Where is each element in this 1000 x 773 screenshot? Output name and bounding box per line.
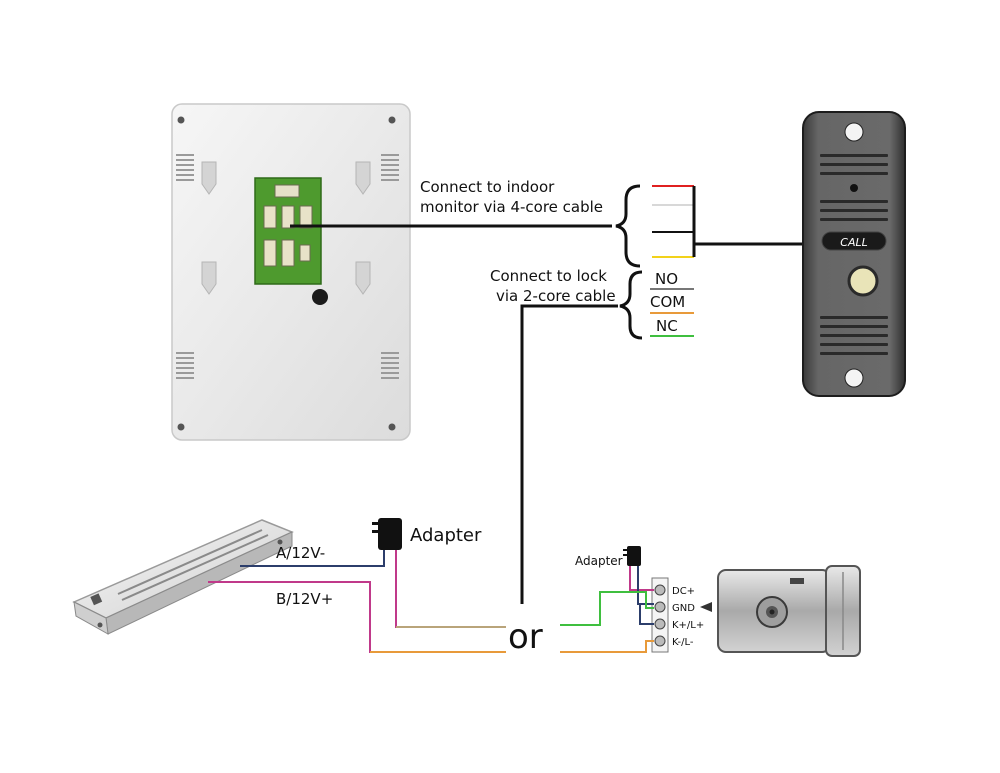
terminal-k-minus-label: K-/L- <box>672 637 694 648</box>
vent-top-right <box>381 154 399 181</box>
terminal-com-label: COM <box>650 293 685 311</box>
wire-b-12v-plus <box>208 581 506 653</box>
monitor-cable-label-line2: monitor via 4-core cable <box>420 198 603 216</box>
gnd-arrow-icon <box>700 602 712 612</box>
outdoor-call-panel: CALL <box>802 111 906 397</box>
or-label: or <box>508 617 543 657</box>
electric-rim-lock <box>717 565 861 657</box>
terminal-nc-label: NC <box>656 317 678 335</box>
call-label: CALL <box>840 236 867 249</box>
wire-a-label: A/12V- <box>276 544 325 562</box>
mounting-slots <box>201 161 371 295</box>
vent-bottom-left <box>176 352 194 379</box>
four-core-wires <box>652 185 694 258</box>
adapter-right-label: Adapter <box>575 554 623 568</box>
brace-4core <box>615 184 641 268</box>
lock-cable <box>520 304 618 604</box>
camera-lens <box>850 184 858 192</box>
wire-orange-k-minus <box>560 640 654 653</box>
wire-navy-k-plus <box>639 604 654 625</box>
terminal-dc-plus-label: DC+ <box>672 586 695 597</box>
call-button[interactable] <box>847 265 879 297</box>
pcb-board <box>254 177 322 285</box>
monitor-cable-label-line1: Connect to indoor <box>420 178 555 196</box>
terminal-k-plus-label: K+/L+ <box>672 620 704 631</box>
adapter-left-icon <box>372 518 402 550</box>
monitor-speaker-hole <box>312 289 328 305</box>
brace-2core <box>619 270 643 340</box>
panel-grille-top <box>820 154 888 221</box>
vent-bottom-right <box>381 352 399 379</box>
lock-cable-label-line2: via 2-core cable <box>496 287 616 305</box>
wire-adapter-right-navy <box>637 566 654 605</box>
indoor-monitor-back <box>171 103 411 441</box>
relay-terminal-lines <box>650 288 694 337</box>
wire-green-to-gnd <box>560 591 654 626</box>
lock-cable-label-line1: Connect to lock <box>490 267 607 285</box>
adapter-left-label: Adapter <box>410 525 482 546</box>
terminal-block <box>651 577 669 653</box>
vent-top-left <box>176 154 194 181</box>
terminal-no-label: NO <box>655 270 678 288</box>
wire-adapter-right-red <box>629 566 654 591</box>
wire-a-12v-minus <box>240 550 385 567</box>
terminal-gnd-label: GND <box>672 603 695 614</box>
wire-b-label: B/12V+ <box>276 590 333 608</box>
panel-grille-bottom <box>820 316 888 355</box>
adapter-right-icon <box>623 546 641 566</box>
wire-adapter-to-or <box>395 550 506 628</box>
magnetic-lock <box>72 519 294 635</box>
